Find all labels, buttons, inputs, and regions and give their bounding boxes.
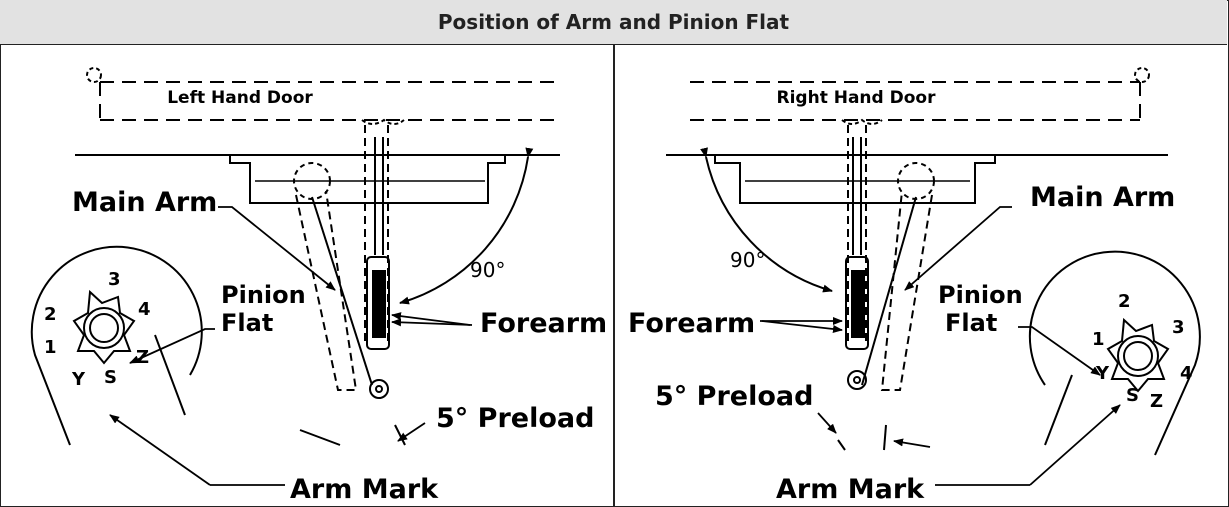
- right-door-label: Right Hand Door: [777, 88, 937, 108]
- left-leaders: [109, 206, 473, 486]
- right-door-pivot: [1134, 67, 1150, 83]
- svg-text:4: 4: [1180, 363, 1193, 384]
- svg-text:Y: Y: [1095, 363, 1110, 384]
- right-90-arc: [700, 147, 833, 293]
- left-main-arm-label: Main Arm: [72, 187, 217, 218]
- panel-divider: [613, 45, 615, 507]
- svg-text:Z: Z: [136, 347, 149, 368]
- left-main-arm: [311, 196, 373, 386]
- right-top-shoe: [841, 118, 883, 125]
- left-arm-mark-label: Arm Mark: [290, 474, 439, 505]
- right-preload-label: 5° Preload: [655, 381, 813, 412]
- left-pinion-tick: [154, 334, 186, 416]
- left-forearm-cylinder: [366, 256, 390, 350]
- left-forearm-insert: [372, 270, 386, 338]
- svg-text:Y: Y: [71, 369, 86, 390]
- right-forearm-insert: [851, 270, 865, 338]
- right-pinion-marks: 1 2 3 4 Z Y S: [1092, 291, 1193, 412]
- left-pinion-flat-line1: Pinion: [221, 281, 306, 309]
- left-preload-label: 5° Preload: [436, 403, 594, 434]
- right-door-outline: [690, 81, 1141, 121]
- left-pinion-flat-line2: Flat: [221, 309, 273, 337]
- svg-text:3: 3: [108, 269, 121, 290]
- right-hand-door-panel: [666, 67, 1201, 456]
- right-forearm-label: Forearm: [628, 308, 755, 339]
- svg-text:1: 1: [1092, 329, 1105, 350]
- figure-title: Position of Arm and Pinion Flat: [437, 10, 790, 34]
- figure-header: Position of Arm and Pinion Flat: [0, 0, 1227, 45]
- right-angle-label: 90°: [730, 248, 765, 272]
- right-main-arm-dashed: [880, 190, 933, 391]
- left-pinion-shaft: [83, 307, 125, 349]
- left-top-shoe: [361, 118, 405, 125]
- right-closer-body: [714, 155, 996, 204]
- left-closer-body: [229, 155, 506, 204]
- left-door-outline: [99, 81, 560, 121]
- diagram-canvas: Left Hand Door Main Arm 90° Pinion Flat …: [30, 67, 1201, 505]
- svg-text:S: S: [1126, 385, 1139, 406]
- right-leaders: [760, 206, 1121, 486]
- right-main-arm-label: Main Arm: [1030, 182, 1175, 213]
- right-pinion-shaft: [1117, 335, 1159, 377]
- svg-text:Z: Z: [1150, 391, 1163, 412]
- left-door-pivot: [86, 67, 102, 83]
- left-hand-door-panel: [30, 67, 560, 446]
- left-angle-label: 90°: [470, 258, 505, 282]
- right-forearm-pivot: [847, 370, 867, 390]
- left-90-arc: [399, 147, 534, 305]
- svg-text:3: 3: [1172, 317, 1185, 338]
- right-pinion-body: [1028, 250, 1201, 456]
- left-pinion-body: [30, 245, 203, 446]
- left-forearm-label: Forearm: [480, 308, 607, 339]
- right-forearm-cylinder: [845, 256, 869, 350]
- svg-text:2: 2: [1118, 291, 1131, 312]
- right-pinion-flat-line2: Flat: [945, 309, 997, 337]
- left-pinion-marks: 1 2 3 4 Z Y S: [44, 269, 151, 390]
- right-main-arm: [861, 196, 917, 386]
- svg-text:1: 1: [44, 337, 57, 358]
- svg-text:4: 4: [138, 299, 151, 320]
- right-pinion-flat-line1: Pinion: [938, 281, 1023, 309]
- right-pinion-star: [1106, 317, 1170, 393]
- right-pinion-tick: [1044, 374, 1073, 446]
- left-forearm-pivot: [369, 379, 389, 399]
- right-arm-mark-label: Arm Mark: [776, 474, 925, 505]
- left-pinion-star: [72, 289, 136, 365]
- left-door-label: Left Hand Door: [167, 88, 313, 108]
- svg-text:S: S: [104, 367, 117, 388]
- svg-text:2: 2: [44, 304, 57, 325]
